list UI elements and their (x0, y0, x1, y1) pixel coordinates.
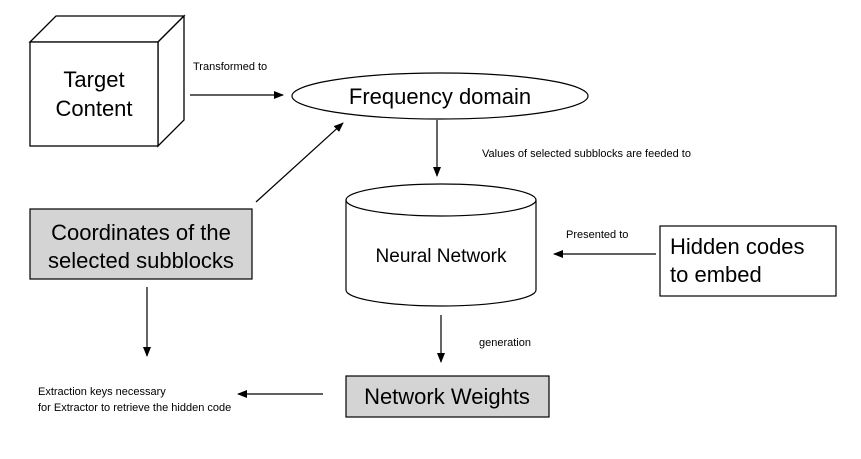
values-feeded-label: Values of selected subblocks are feeded … (482, 148, 691, 160)
network-weights-node: Network Weights (345, 375, 550, 418)
extraction-keys-line-1: Extraction keys necessary (38, 386, 166, 398)
cube-top-face (28, 15, 186, 43)
target-content-line-2: Content (55, 96, 132, 121)
extraction-keys-line-2: for Extractor to retrieve the hidden cod… (38, 402, 231, 414)
target-content-line-1: Target (63, 67, 124, 92)
cylinder-body (345, 200, 537, 307)
hidden-codes-node: Hidden codes to embed (659, 225, 837, 297)
cylinder-top (345, 183, 537, 217)
cube-front-face (29, 41, 159, 147)
hidden-codes-box (659, 225, 837, 297)
hidden-codes-line-1: Hidden codes (670, 234, 805, 259)
coordinates-node: Coordinates of the selected subblocks (29, 208, 253, 280)
frequency-domain-ellipse (291, 72, 589, 120)
hidden-codes-line-2: to embed (670, 262, 762, 287)
coordinates-line-1: Coordinates of the (51, 220, 231, 245)
network-weights-label: Network Weights (364, 384, 530, 409)
coordinates-box (29, 208, 253, 280)
coordinates-to-frequency-arrow (255, 122, 344, 203)
coordinates-line-2: selected subblocks (48, 248, 234, 273)
neural-network-label: Neural Network (376, 246, 507, 267)
generation-label: generation (479, 337, 531, 349)
transformed-to-label: Transformed to (193, 61, 267, 73)
network-weights-box (345, 375, 550, 418)
frequency-domain-label: Frequency domain (349, 84, 531, 109)
presented-to-label: Presented to (566, 229, 628, 241)
neural-network-node: Neural Network (345, 183, 537, 307)
target-content-cube: Target Content (28, 14, 186, 148)
frequency-domain-node: Frequency domain (291, 72, 589, 120)
